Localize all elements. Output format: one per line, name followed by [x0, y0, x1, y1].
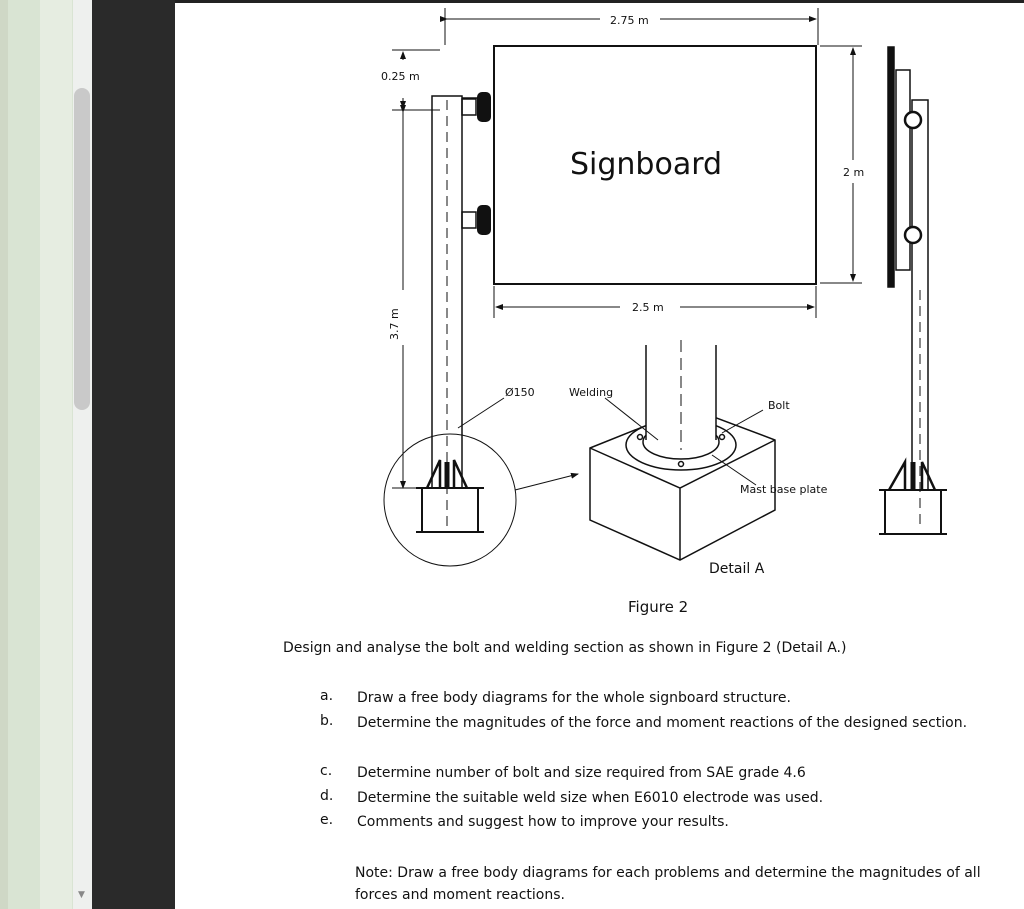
- task-letter: c.: [320, 763, 333, 779]
- dim-board-height-line: [820, 45, 862, 284]
- note-text: Note: Draw a free body diagrams for each…: [355, 865, 981, 903]
- viewer-background: [92, 0, 175, 909]
- task-text: Determine number of bolt and size requir…: [357, 765, 806, 781]
- signboard-rect: [493, 45, 817, 285]
- base-plate-label: Mast base plate: [740, 483, 828, 496]
- task-letter: d.: [320, 788, 334, 804]
- dim-pole-label: 3.7 m: [388, 308, 401, 340]
- detail-a-drawing: [589, 340, 776, 561]
- figure-caption: Figure 2: [628, 598, 689, 616]
- task-text: Determine the suitable weld size when E6…: [357, 790, 824, 806]
- task-letter: e.: [320, 812, 334, 828]
- dim-top-label: 2.75 m: [610, 14, 649, 27]
- task-text: Determine the magnitudes of the force an…: [357, 715, 968, 731]
- task-text: Comments and suggest how to improve your…: [357, 814, 729, 830]
- side-view: [879, 46, 947, 535]
- scroll-down-arrow-icon[interactable]: ▼: [78, 890, 85, 900]
- welding-label: Welding: [569, 386, 613, 399]
- left-sidebar: ▼: [0, 0, 92, 909]
- pole-left: [431, 95, 478, 530]
- pole-base: [416, 459, 484, 533]
- dim-bottom-line: [493, 286, 817, 318]
- task-text: Draw a free body diagrams for the whole …: [357, 690, 791, 706]
- detail-leaders: [457, 397, 764, 491]
- task-letter: a.: [320, 688, 334, 704]
- bolt-heads: [477, 92, 491, 235]
- dim-offset-label: 0.25 m: [381, 70, 420, 83]
- dim-board-height-label: 2 m: [843, 166, 864, 179]
- signboard-label: Signboard: [570, 147, 722, 182]
- dim-pole-line: [392, 105, 430, 489]
- scrollbar-thumb[interactable]: [74, 88, 90, 410]
- detail-circle: [383, 433, 517, 567]
- diameter-label: Ø150: [505, 386, 535, 399]
- detail-a-label: Detail A: [709, 561, 765, 577]
- task-letter: b.: [320, 713, 334, 729]
- intro-text: Design and analyse the bolt and welding …: [283, 640, 847, 656]
- page-top-edge: [175, 0, 1024, 3]
- dim-top-line: [440, 8, 819, 45]
- sidebar-column: [40, 0, 72, 909]
- sidebar-edge: [0, 0, 8, 909]
- bolt-label: Bolt: [768, 399, 790, 412]
- dim-bottom-label: 2.5 m: [632, 301, 664, 314]
- signboard-figure: 2.75 m 0.25 m 3.7 m Signboard: [381, 8, 947, 577]
